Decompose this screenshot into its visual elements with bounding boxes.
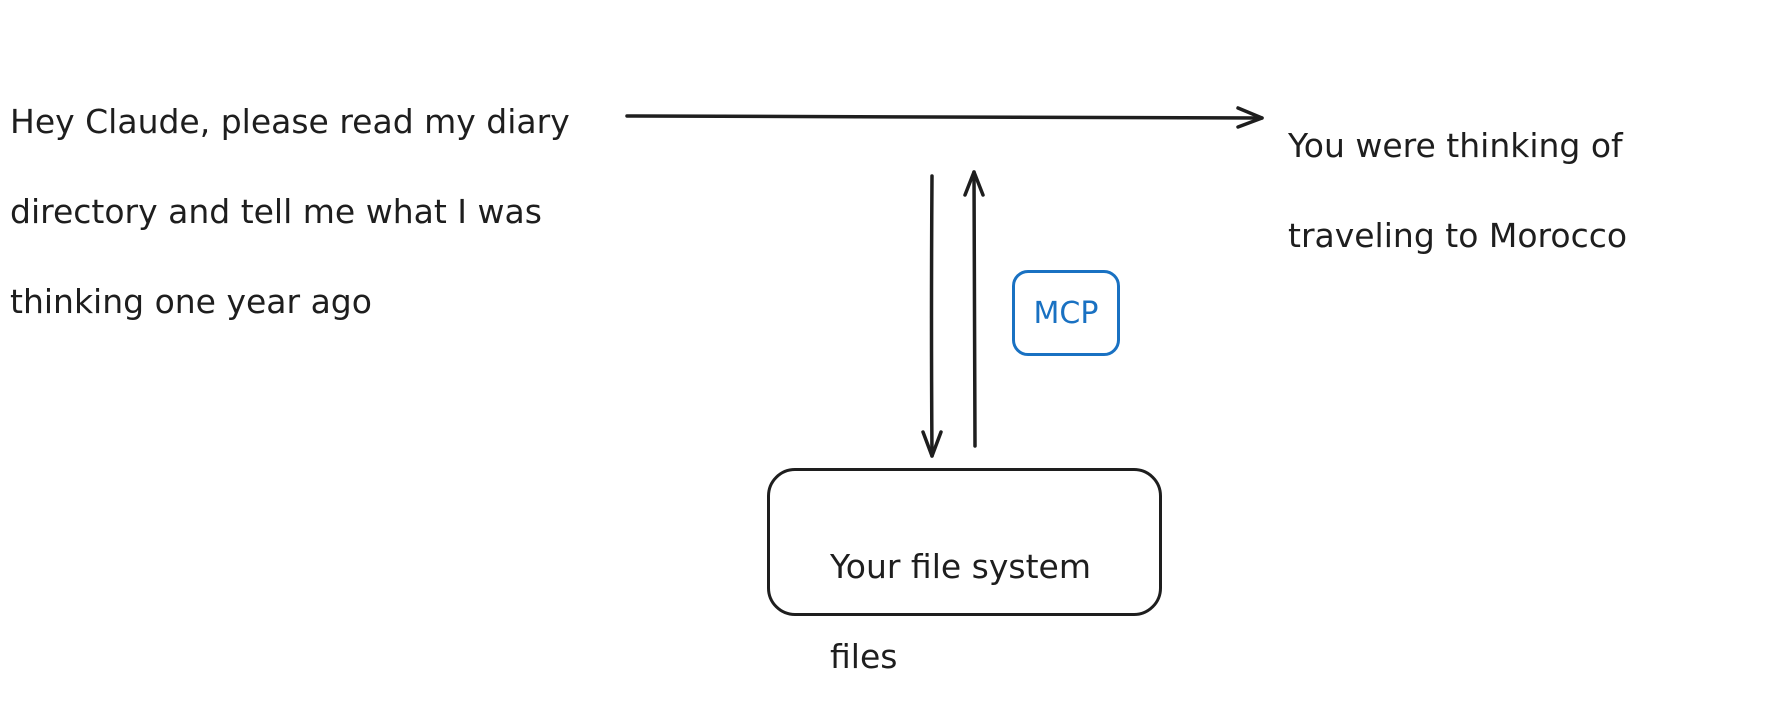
files-line-2: files xyxy=(830,637,898,676)
mcp-box: MCP xyxy=(1012,270,1120,356)
mcp-label: MCP xyxy=(1033,295,1099,331)
prompt-line-3: thinking one year ago xyxy=(10,282,372,321)
file-system-label: Your file system files xyxy=(830,499,1150,724)
file-system-box: Your file system files xyxy=(767,468,1162,676)
response-up-arrowhead xyxy=(963,170,985,197)
prompt-line-2: directory and tell me what I was xyxy=(10,192,542,231)
response-line-1: You were thinking of xyxy=(1288,126,1623,165)
files-line-1: Your file system xyxy=(830,547,1091,586)
connector-arrows xyxy=(625,106,1264,458)
request-down-arrowhead xyxy=(921,430,943,458)
response-line-2: traveling to Morocco xyxy=(1288,216,1628,255)
response-up-arrow xyxy=(972,170,977,448)
claude-response-text: You were thinking of traveling to Morocc… xyxy=(1288,78,1728,303)
user-prompt-text: Hey Claude, please read my diary directo… xyxy=(10,54,630,369)
request-down-arrow xyxy=(929,174,934,458)
prompt-to-response-arrowhead xyxy=(1236,106,1264,129)
prompt-line-1: Hey Claude, please read my diary xyxy=(10,102,570,141)
prompt-to-response-arrow xyxy=(625,114,1264,120)
